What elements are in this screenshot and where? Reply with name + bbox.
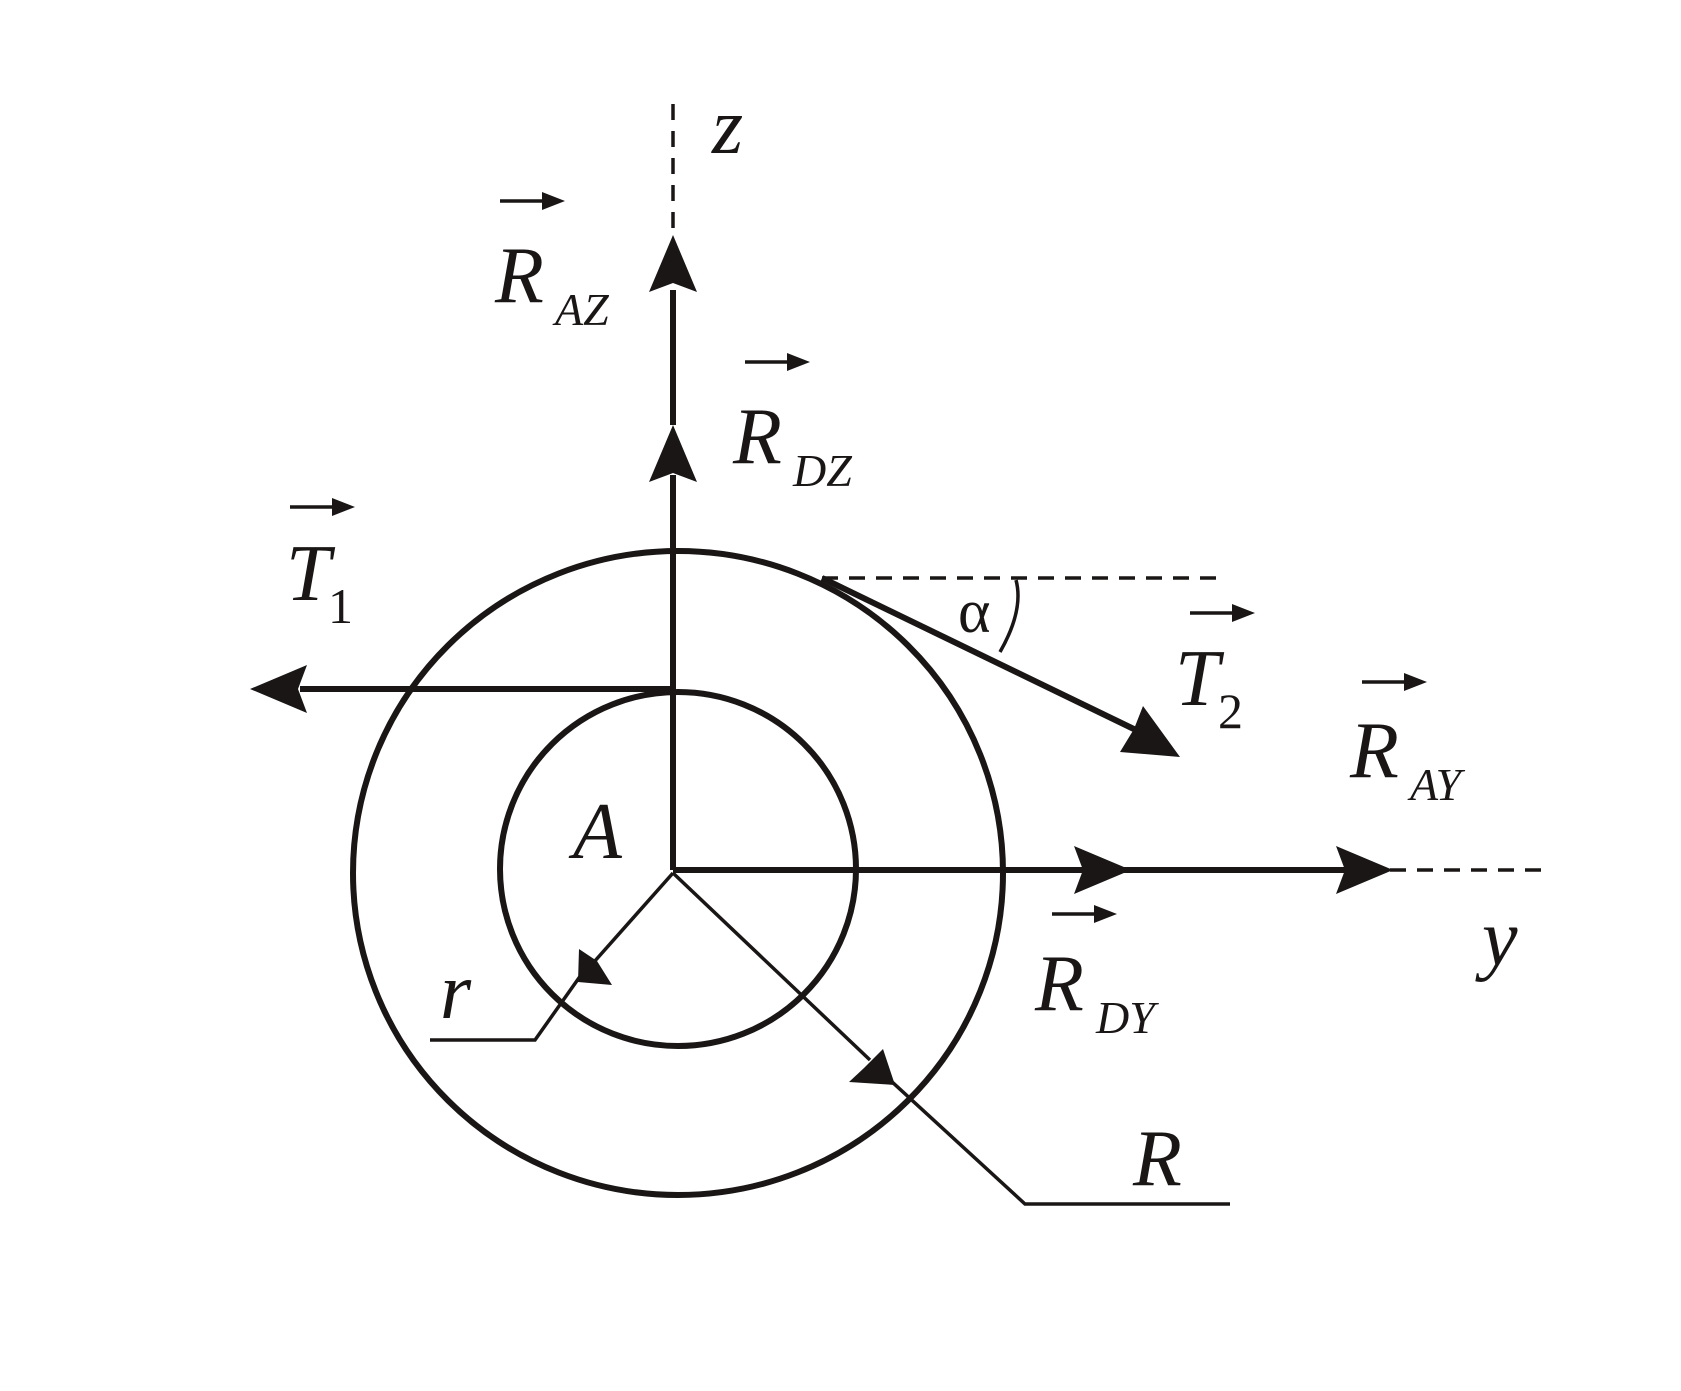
t1-subscript: 1 — [328, 578, 353, 634]
r-dy-vector-arrow-icon — [1052, 905, 1117, 923]
r-dy-subscript: DY — [1095, 992, 1159, 1043]
t1-arrowhead — [250, 665, 307, 713]
t2-subscript: 2 — [1218, 683, 1243, 739]
t1-label: T — [286, 530, 336, 618]
r-dz-arrowhead — [649, 425, 697, 482]
radius-r-line — [592, 871, 675, 964]
alpha-arc — [998, 579, 1020, 653]
radius-r-label: r — [440, 948, 472, 1036]
r-dz-vector-arrow-icon — [745, 353, 810, 371]
radius-big-r-arrowhead — [849, 1049, 895, 1085]
r-dy-label: R — [1034, 940, 1084, 1028]
radius-big-r-label: R — [1132, 1115, 1182, 1203]
z-axis-label: z — [711, 83, 743, 171]
alpha-label: α — [958, 578, 990, 646]
r-ay-subscript: AY — [1407, 759, 1466, 810]
r-az-arrowhead — [649, 235, 697, 292]
r-dz-label: R — [732, 393, 782, 481]
r-az-subscript: AZ — [552, 284, 609, 335]
t2-vector-arrow-icon — [1190, 604, 1255, 622]
t2-label: T — [1175, 635, 1225, 723]
r-dy-arrowhead — [1074, 846, 1131, 894]
radius-r-arrowhead — [578, 949, 612, 985]
r-ay-label: R — [1349, 707, 1399, 795]
point-a-label: A — [568, 788, 623, 876]
r-ay-arrowhead — [1336, 846, 1393, 894]
t2-shaft — [820, 575, 1142, 735]
y-axis-label: y — [1475, 895, 1518, 983]
radius-big-r-leader — [888, 1078, 1230, 1206]
r-dz-subscript: DZ — [792, 445, 852, 496]
r-az-label: R — [494, 232, 544, 320]
r-ay-vector-arrow-icon — [1362, 673, 1427, 691]
t2-arrowhead — [1120, 706, 1180, 757]
t1-vector-arrow-icon — [290, 498, 355, 516]
r-az-vector-arrow-icon — [500, 192, 565, 210]
radius-big-r-line — [671, 871, 872, 1062]
radius-r-leader — [430, 973, 583, 1042]
